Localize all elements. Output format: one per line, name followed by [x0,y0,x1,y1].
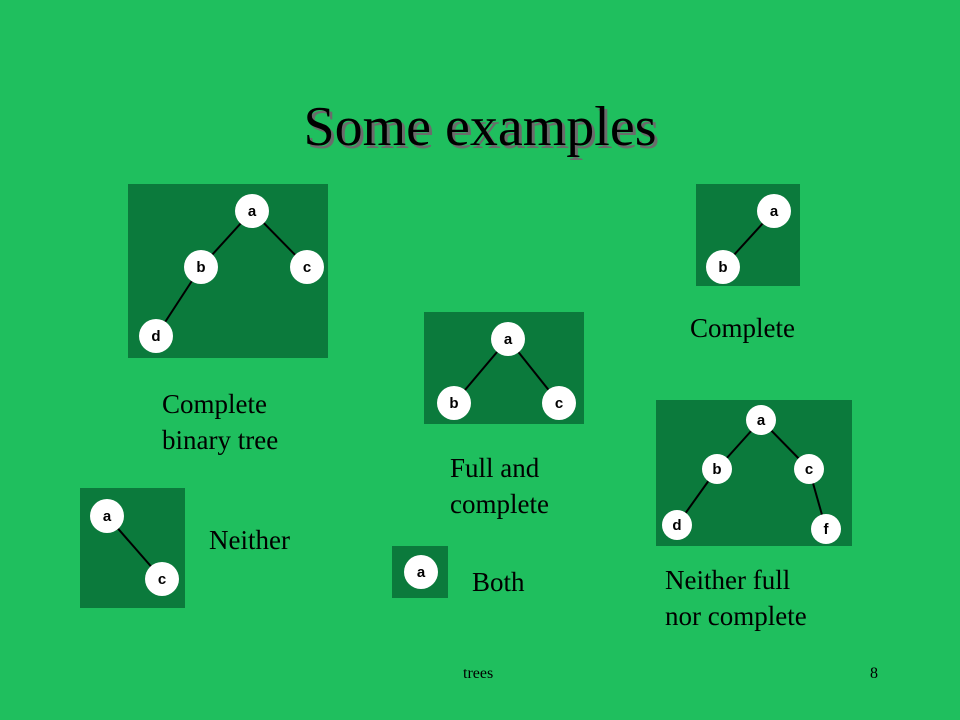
tree-diagram-complete-binary-tree: a b c d [139,194,324,353]
footer-label: trees [463,665,494,682]
tree-node-f: f [811,514,841,544]
tree-panel-neither-full-nor-complete: a b c d f [656,400,852,546]
tree-node-a: a [90,499,124,533]
tree-panel-neither: a c [80,488,185,608]
tree-panel-complete: a b [696,184,800,286]
caption-complete: Complete [690,313,795,343]
svg-text:c: c [555,395,563,412]
tree-node-c: c [542,386,576,420]
tree-panel-full-and-complete: a b c [424,312,584,424]
tree-node-d: d [662,510,692,540]
svg-text:b: b [196,259,205,276]
tree-node-b: b [437,386,471,420]
svg-text:a: a [757,412,766,429]
tree-diagram-both: a [404,555,438,589]
tree-node-a: a [404,555,438,589]
tree-node-b: b [706,250,740,284]
slide-title: Some examples [303,96,657,158]
tree-panel-complete-binary-tree: a b c d [128,184,328,358]
tree-diagram-neither: a c [90,499,179,596]
tree-diagram-neither-full-nor-complete: a b c d f [662,405,841,544]
caption-full-and-complete: Full and complete [450,453,549,519]
svg-text:a: a [770,203,779,220]
caption-neither: Neither [209,525,290,555]
tree-node-a: a [757,194,791,228]
tree-panel-both: a [392,546,448,598]
svg-text:a: a [417,564,426,581]
tree-diagram-full-and-complete: a b c [437,322,576,420]
svg-text:c: c [158,571,166,588]
svg-text:c: c [805,461,813,478]
tree-node-c: c [145,562,179,596]
svg-text:b: b [449,395,458,412]
tree-node-c: c [290,250,324,284]
caption-both: Both [472,567,525,597]
svg-text:b: b [718,259,727,276]
svg-text:d: d [151,328,160,345]
tree-node-a: a [746,405,776,435]
tree-node-c: c [794,454,824,484]
svg-text:d: d [672,517,681,534]
svg-text:f: f [824,521,830,538]
caption-complete-binary-tree: Complete binary tree [162,389,279,455]
tree-node-b: b [702,454,732,484]
tree-node-b: b [184,250,218,284]
svg-text:b: b [712,461,721,478]
tree-node-a: a [491,322,525,356]
tree-diagram-complete: a b [706,194,791,284]
svg-text:c: c [303,259,311,276]
svg-text:a: a [248,203,257,220]
page-number: 8 [870,665,878,682]
tree-node-d: d [139,319,173,353]
caption-neither-full-nor-complete: Neither full nor complete [665,565,807,631]
svg-text:a: a [103,508,112,525]
svg-text:a: a [504,331,513,348]
tree-node-a: a [235,194,269,228]
